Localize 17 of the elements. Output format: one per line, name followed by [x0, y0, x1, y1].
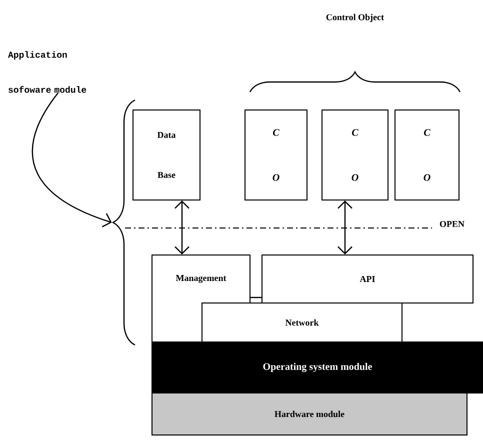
leader-arrow — [32, 92, 112, 228]
module-label: Application sofoware module — [8, 51, 86, 93]
line-label: OPEN — [440, 220, 464, 228]
control-object-box: C O — [244, 110, 308, 200]
operating-system-layer: Operating system module — [152, 341, 483, 394]
management-box: Management — [152, 254, 250, 342]
network-box: Network — [202, 302, 402, 342]
brace — [112, 99, 136, 346]
api-box: API — [262, 254, 474, 304]
data-base-box: Data Base — [132, 110, 200, 200]
hardware-layer: Hardware module — [152, 392, 468, 436]
control-object-box: C O — [394, 110, 460, 200]
double-arrow — [174, 200, 190, 254]
connector-line — [250, 296, 262, 298]
heading: Control Object — [326, 14, 384, 22]
control-object-box: C O — [322, 110, 388, 200]
double-arrow — [338, 200, 352, 254]
